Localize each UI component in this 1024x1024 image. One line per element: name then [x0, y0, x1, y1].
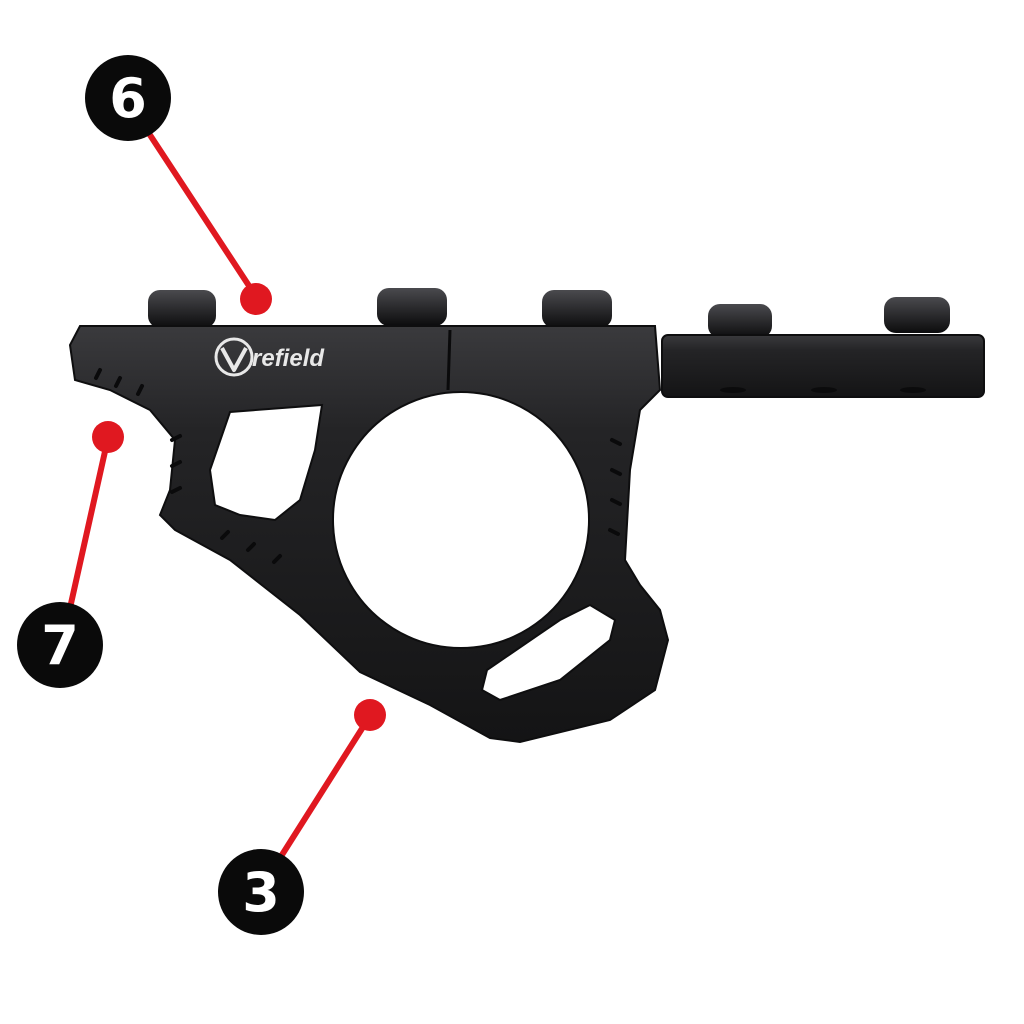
brand-logo: refield [214, 337, 325, 377]
leader-line [67, 435, 111, 611]
handstop-mount: refield [68, 288, 985, 744]
accessory-rail [661, 334, 985, 398]
leader-line [277, 713, 373, 861]
callout-badge [218, 849, 304, 935]
callout-7: 7 [17, 421, 124, 688]
grip-serrations [94, 368, 622, 564]
callout-3: 3 [218, 699, 386, 935]
callout-number: 6 [109, 67, 147, 130]
leader-line [147, 132, 260, 301]
leader-dot [354, 699, 386, 731]
mounting-screws [148, 288, 950, 338]
callout-badge [17, 602, 103, 688]
leader-dot [240, 283, 272, 315]
leader-dot [92, 421, 124, 453]
brand-logo-text: refield [252, 345, 325, 372]
callout-badge [85, 55, 171, 141]
mount-body [68, 325, 670, 744]
callout-6: 6 [85, 55, 272, 315]
callout-number: 3 [242, 861, 280, 924]
callout-number: 7 [41, 614, 79, 677]
